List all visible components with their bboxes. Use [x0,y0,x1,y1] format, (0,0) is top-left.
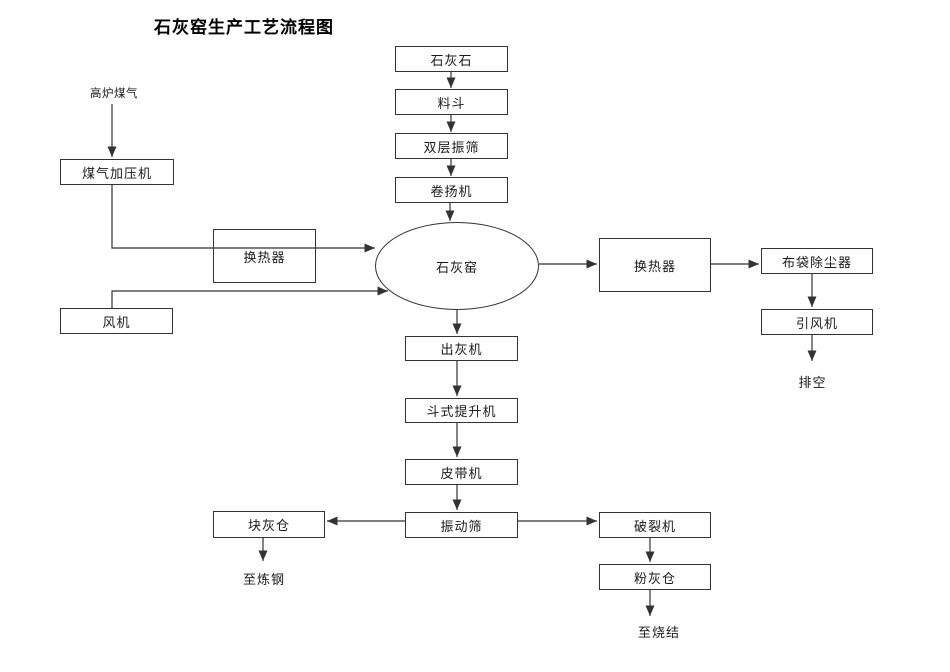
node-gas-pressurizer: 煤气加压机 [60,159,174,185]
label-to-steelmaking: 至炼钢 [242,572,285,587]
node-kiln: 石灰窑 [375,222,539,310]
node-fan: 风机 [60,308,173,334]
node-bucket-elevator: 斗式提升机 [405,398,518,423]
node-belt-conveyor: 皮带机 [405,459,518,485]
node-winch: 卷扬机 [395,177,508,203]
node-crusher: 破裂机 [599,512,711,538]
node-heat-exchanger-left: 换热器 [213,229,316,283]
label-vent: 排空 [798,375,827,390]
diagram-title: 石灰窑生产工艺流程图 [154,18,334,37]
node-vibrating-screen: 振动筛 [405,512,518,538]
edge-gas-pressurizer-to-kiln [111,185,375,253]
label-to-sintering: 至烧结 [637,625,680,640]
node-limestone: 石灰石 [395,46,508,72]
node-induced-draft-fan: 引风机 [761,309,873,335]
node-lump-lime-bin: 块灰仓 [213,511,325,538]
node-double-screen: 双层振筛 [395,133,508,159]
node-hopper: 料斗 [395,89,508,115]
label-blast-furnace-gas: 高炉煤气 [90,88,138,100]
node-bag-filter: 布袋除尘器 [761,248,873,274]
edge-fan-to-kiln [111,286,388,308]
node-ash-discharger: 出灰机 [405,336,518,361]
node-powder-lime-bin: 粉灰仓 [599,564,711,590]
node-heat-exchanger-right: 换热器 [599,238,711,292]
